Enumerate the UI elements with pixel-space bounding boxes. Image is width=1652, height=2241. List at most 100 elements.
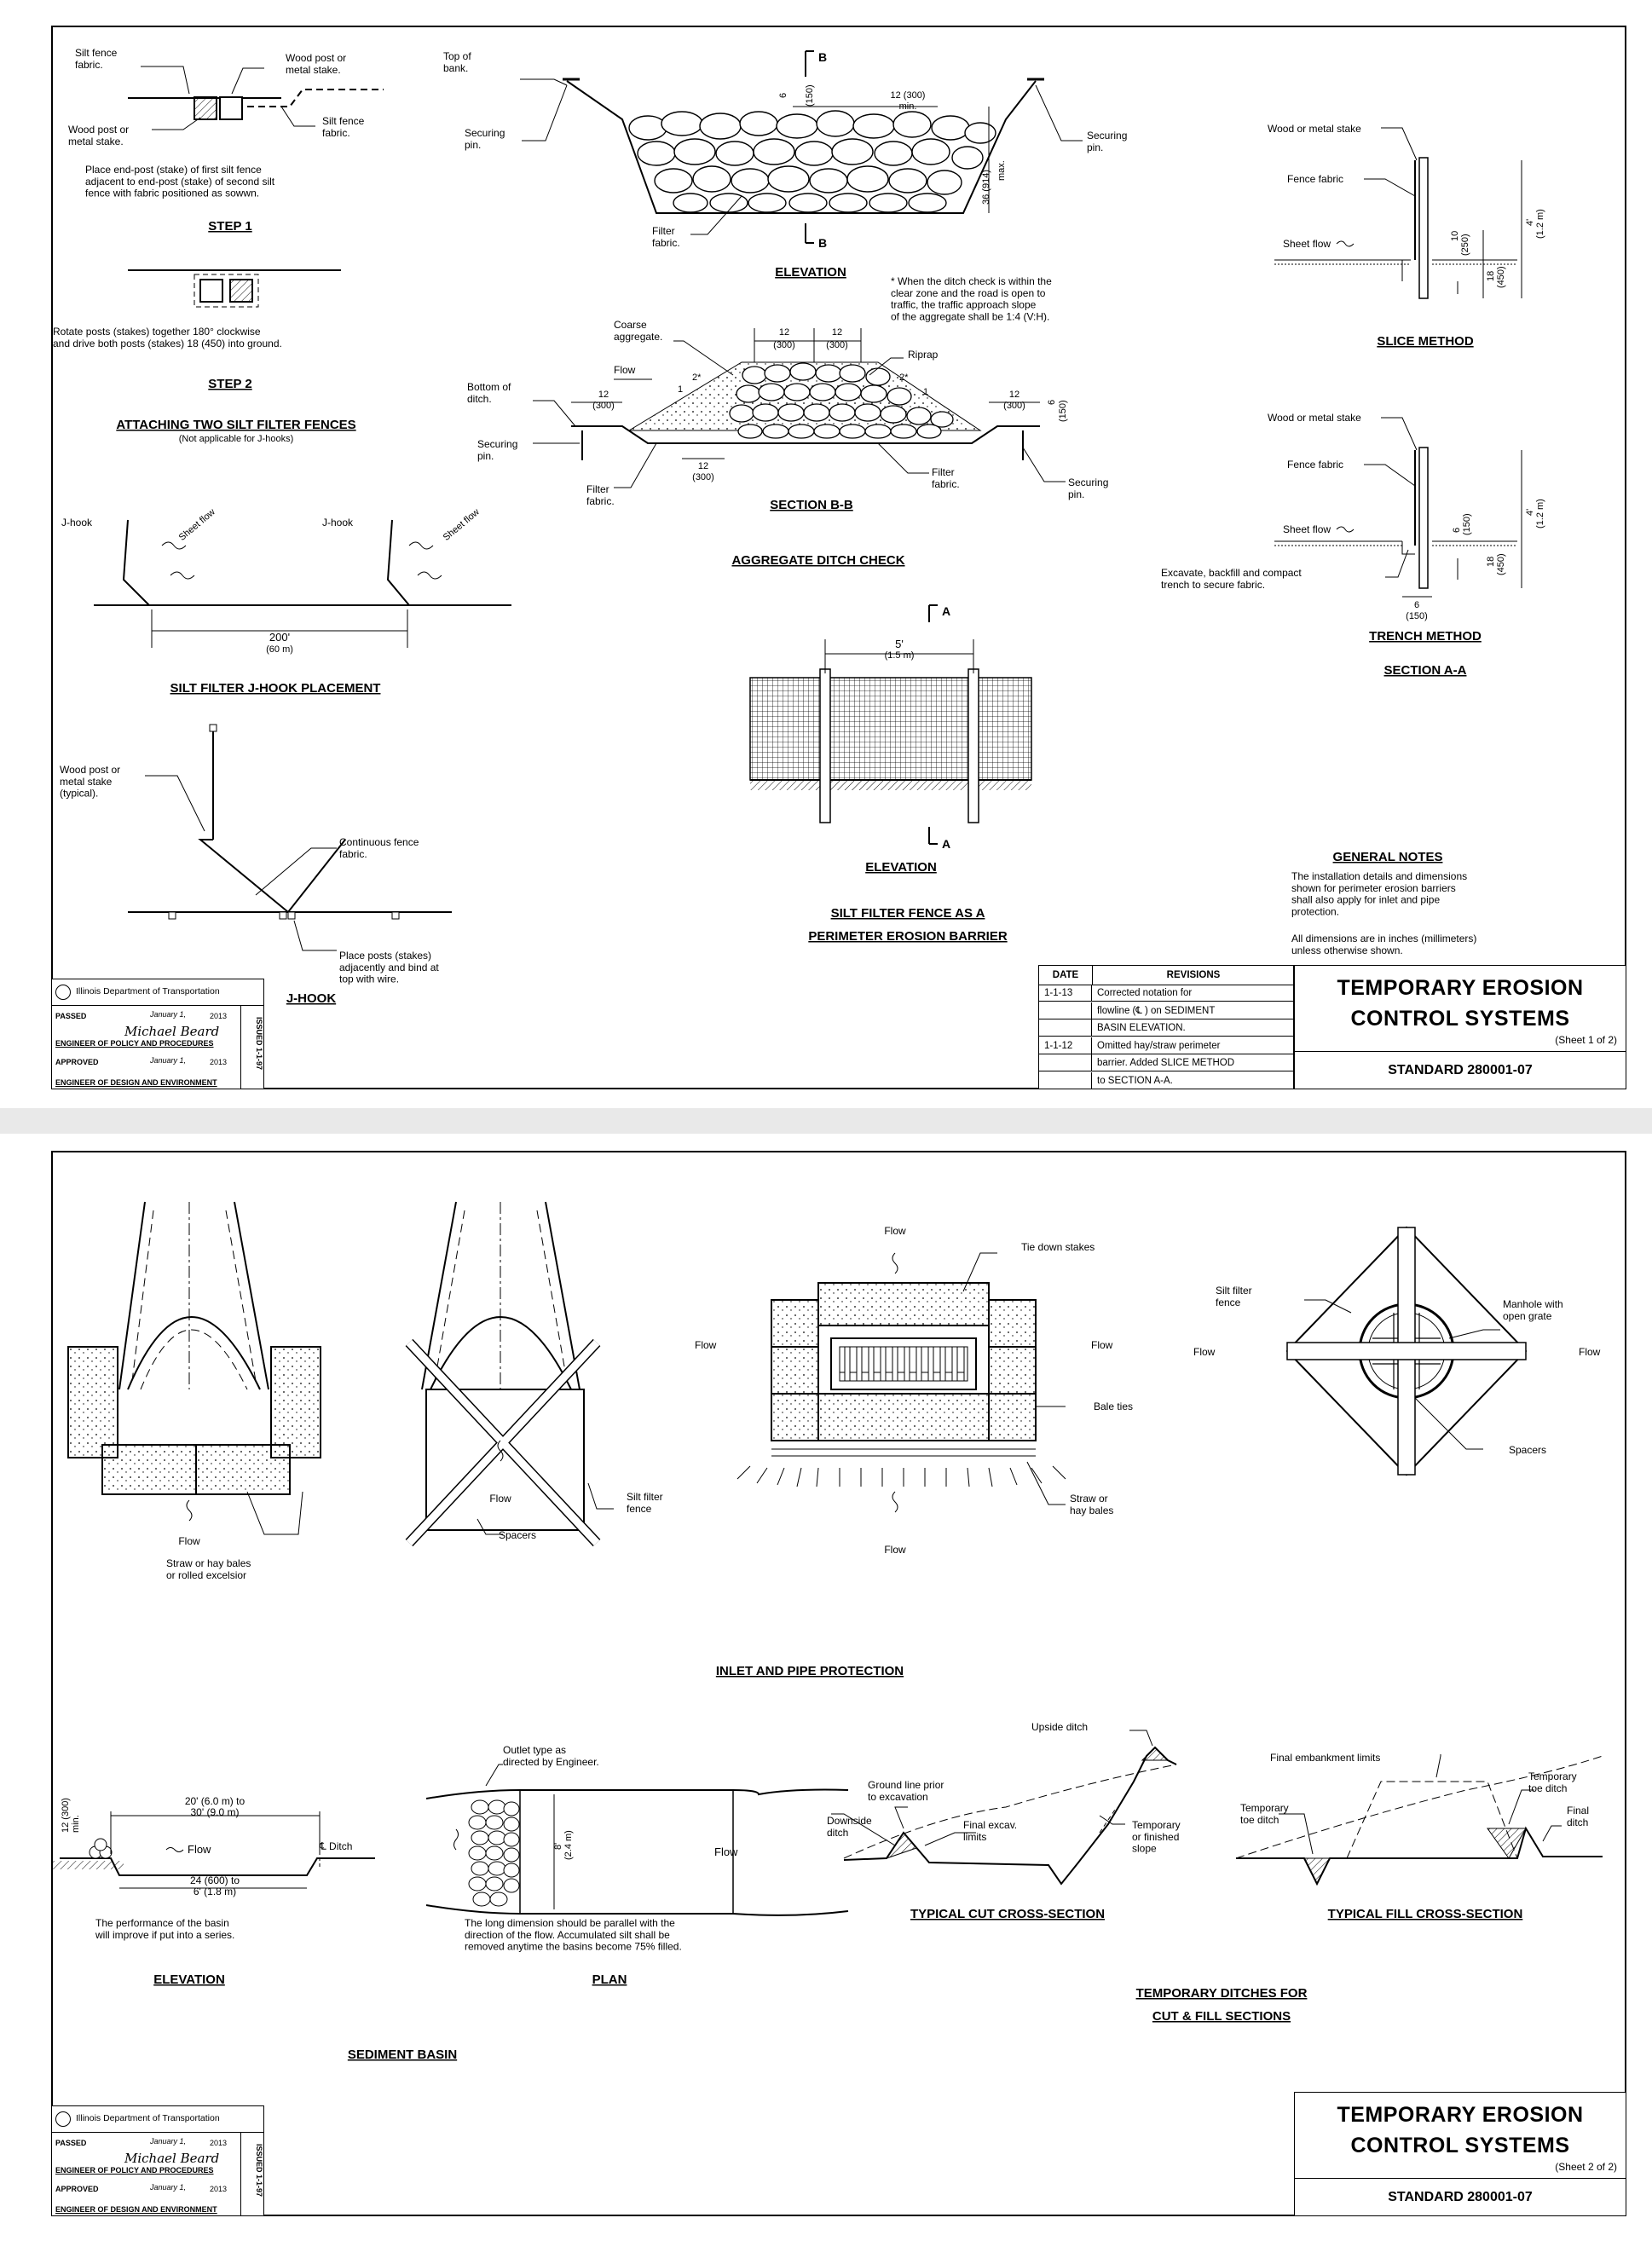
ditch-dim-150: (150) bbox=[805, 84, 815, 107]
step-2-diagram bbox=[128, 269, 341, 308]
title-line-1: TEMPORARY EROSION bbox=[1337, 976, 1584, 1000]
sheet-flow-b: Sheet flow bbox=[442, 507, 482, 543]
ditches-title-1: TEMPORARY DITCHES FOR bbox=[1136, 1986, 1308, 2001]
sed-dim-top: 20' (6.0 m) to bbox=[185, 1795, 245, 1807]
section-a-mark-top: A bbox=[942, 604, 950, 618]
trench-dim-150: (150) bbox=[1462, 513, 1472, 535]
cut-title: TYPICAL CUT CROSS-SECTION bbox=[910, 1907, 1105, 1921]
idot-logo-icon bbox=[55, 2111, 71, 2127]
bb-dim-6: 6 bbox=[1047, 400, 1057, 405]
inlet-grate-bales-diagram bbox=[736, 1252, 1066, 1513]
trench-sheet-flow: Sheet flow bbox=[1283, 523, 1331, 535]
fence-elevation-title: ELEVATION bbox=[865, 860, 937, 875]
step-1-diagram bbox=[128, 66, 384, 130]
revision-text: flowline (℄ ) on SEDIMENT bbox=[1092, 1002, 1295, 1019]
fill-title: TYPICAL FILL CROSS-SECTION bbox=[1328, 1907, 1523, 1921]
sediment-plan-diagram bbox=[425, 1764, 849, 1916]
trench-dim-12m: (1.2 m) bbox=[1535, 499, 1545, 528]
inlet-title: INLET AND PIPE PROTECTION bbox=[716, 1664, 904, 1678]
aggregate-title: AGGREGATE DITCH CHECK bbox=[731, 553, 904, 568]
sed-flow: Flow bbox=[188, 1843, 211, 1856]
ditch-dim-max: max. bbox=[996, 160, 1007, 181]
ditch-dim-36: 36 (914) bbox=[981, 170, 991, 205]
trench-dim-4: 4' bbox=[1525, 509, 1535, 516]
standard-number: STANDARD 280001-07 bbox=[1295, 2178, 1626, 2216]
approved-year: 2013 bbox=[210, 2185, 228, 2193]
general-note-2: All dimensions are in inches (millimeter… bbox=[1291, 933, 1476, 956]
sheet-flow-a: Sheet flow bbox=[177, 507, 217, 543]
sheet-border bbox=[51, 26, 1626, 1089]
inlet3-flow-left: Flow bbox=[695, 1339, 717, 1351]
sed-dim-bot2: 6' (1.8 m) bbox=[194, 1886, 236, 1897]
plan-dim-24m: (2.4 m) bbox=[563, 1830, 574, 1860]
flow-label-bb: Flow bbox=[614, 364, 636, 376]
fill-final: Final embankment limits bbox=[1270, 1752, 1380, 1764]
approval-block-2: Illinois Department of Transportation PA… bbox=[51, 2105, 264, 2216]
approved-date: January 1, bbox=[150, 1056, 187, 1065]
sed-dim-12: 12 (300) bbox=[61, 1798, 71, 1833]
issued-date: ISSUED 1-1-97 bbox=[254, 1016, 263, 1071]
slice-dim-4: 4' bbox=[1525, 219, 1535, 226]
section-a-mark-bottom: A bbox=[942, 837, 950, 851]
slice-title: SLICE METHOD bbox=[1377, 334, 1474, 349]
ditch-dim-6: 6 bbox=[778, 93, 788, 98]
slice-dim-12m: (1.2 m) bbox=[1535, 209, 1545, 239]
plan-note: The long dimension should be parallel wi… bbox=[465, 1917, 682, 1953]
issued-date: ISSUED 1-1-97 bbox=[254, 2143, 263, 2198]
passed-label: PASSED bbox=[55, 2139, 87, 2147]
inlet3-flow-right: Flow bbox=[1091, 1339, 1113, 1351]
bb-dim-12-e: 12 bbox=[698, 461, 708, 471]
bb-slope-1b: 1 bbox=[923, 387, 928, 397]
fence-subtitle-2: PERIMETER EROSION BARRIER bbox=[808, 929, 1008, 944]
bb-slope-2: 2* bbox=[692, 373, 702, 383]
inlet-pipe-bales-diagram bbox=[67, 1201, 321, 1535]
engineer-1: ENGINEER OF POLICY AND PROCEDURES bbox=[55, 1039, 214, 1048]
revision-text: Omitted hay/straw perimeter bbox=[1092, 1037, 1295, 1054]
agency-name: Illinois Department of Transportation bbox=[76, 986, 220, 996]
sed-ditch: ℄ Ditch bbox=[319, 1840, 352, 1852]
passed-date: January 1, bbox=[150, 1010, 187, 1019]
attaching-title: ATTACHING TWO SILT FILTER FENCES bbox=[116, 418, 355, 432]
bb-dim-300-b: (300) bbox=[826, 340, 848, 350]
inlet3-flow-bottom: Flow bbox=[884, 1544, 906, 1556]
title-line-2: CONTROL SYSTEMS bbox=[1350, 1007, 1570, 1031]
inlet1-flow: Flow bbox=[178, 1535, 200, 1547]
passed-date: January 1, bbox=[150, 2137, 187, 2146]
step2-title: STEP 2 bbox=[208, 377, 251, 391]
sheet-number: (Sheet 2 of 2) bbox=[1555, 2161, 1617, 2173]
trench-method-diagram bbox=[1274, 417, 1522, 598]
step2-note: Rotate posts (stakes) together 180° cloc… bbox=[53, 326, 282, 349]
ditch-elevation-diagram bbox=[520, 50, 1083, 244]
inlet-manhole-diagram bbox=[1285, 1226, 1528, 1476]
section-b-mark-top: B bbox=[818, 50, 827, 64]
trench-dim-18: 18 bbox=[1486, 557, 1496, 567]
fence-dim: 5' bbox=[895, 638, 904, 650]
sheet-number: (Sheet 1 of 2) bbox=[1555, 1034, 1617, 1046]
revision-date: 1-1-12 bbox=[1039, 1037, 1092, 1054]
bb-dim-300-e: (300) bbox=[692, 472, 714, 482]
slice-method-diagram bbox=[1274, 127, 1522, 299]
sediment-elevation-diagram bbox=[51, 1811, 375, 1889]
inlet4-spacers: Spacers bbox=[1509, 1444, 1546, 1456]
passed-year: 2013 bbox=[210, 2139, 228, 2147]
revision-text: Corrected notation for bbox=[1092, 985, 1295, 1002]
